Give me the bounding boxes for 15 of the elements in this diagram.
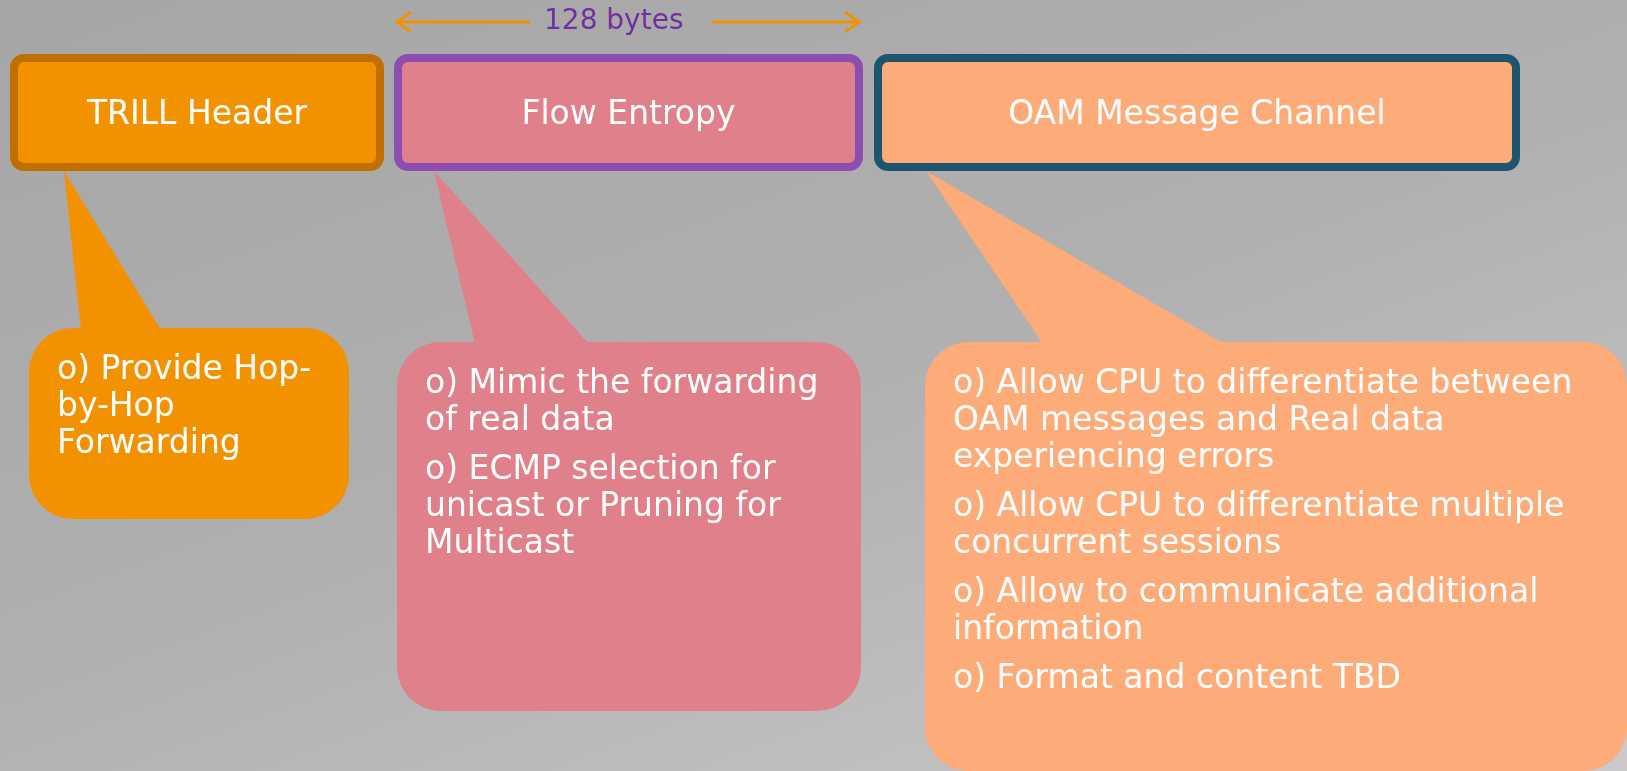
bullet-text: o) Provide Hop-by-Hop Forwarding (57, 350, 313, 461)
field-name: Flow Entropy (521, 93, 736, 132)
bullet-text: o) Allow CPU to differentiate between OAM messages and Real data experiencing errors (953, 364, 1574, 475)
callout-tail (64, 171, 161, 330)
bullet-text: o) ECMP selection for unicast or Pruning for Multicast (425, 449, 782, 561)
dimension-label: 128 bytes (543, 3, 685, 36)
field-box (874, 54, 1520, 171)
field-name: OAM Message Channel (1008, 93, 1386, 132)
callout-tail (434, 171, 589, 344)
bullet-text: o) Mimic the forwarding of real data (425, 364, 820, 438)
field-name: TRILL Header (86, 93, 308, 132)
bullet-text: o) Allow to communicate additional information (953, 572, 1540, 647)
bullet-text: o) Format and content TBD (953, 658, 1402, 696)
bullet-text: o) Allow CPU to differentiate multiple concurrent sessions (953, 486, 1566, 561)
callout-bubble (397, 342, 861, 711)
